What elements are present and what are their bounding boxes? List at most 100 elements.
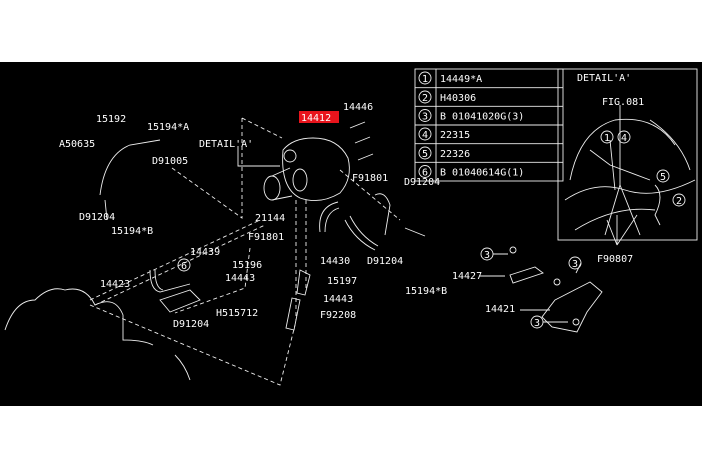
diagram-text: 6 [181,261,187,272]
diagram-text: 6 [422,168,428,179]
diagram-line [282,137,350,202]
part-label[interactable]: 14423 [100,279,130,290]
diagram-line [564,118,696,231]
diagram-line [509,266,544,284]
diagram-line [418,127,432,141]
part-label[interactable]: 15196 [232,260,262,271]
part-label[interactable]: D91005 [152,156,188,167]
diagram-line [374,193,391,236]
fig-reference: FIG.081 [602,97,644,108]
legend-row: 2 H40306 [418,90,476,104]
diagram-line [271,167,293,201]
diagram-line [349,121,374,161]
diagram-line [404,227,426,237]
diagram-line [600,130,614,144]
part-14412-highlight[interactable]: 14412 [299,111,339,124]
part-label[interactable]: A50635 [59,139,95,150]
diagram-line [89,219,266,314]
diagram-line [344,215,379,251]
part-label[interactable]: 14421 [485,304,515,315]
diagram-text: 4 [621,133,627,144]
part-label[interactable]: D91204 [404,177,440,188]
diagram-text: 22315 [440,130,470,141]
diagram-line [299,111,339,123]
diagram-line [263,175,281,201]
part-label[interactable]: 15197 [327,276,357,287]
diagram-text: 3 [422,112,428,123]
detail-a-inset: DETAIL'A' FIG.081 1 4 5 2 [557,68,698,246]
diagram-line [418,146,432,160]
part-label[interactable]: D91204 [79,212,115,223]
part-label[interactable]: 14439 [190,247,220,258]
diagram-line [339,169,401,221]
diagram-line [295,200,307,320]
part-label-14412[interactable]: 14412 [301,113,331,124]
part-label[interactable]: F91801 [248,232,284,243]
diagram-text: 1 [604,133,610,144]
diagram-text: 5 [422,149,428,160]
hose-drawings [99,139,426,331]
diagram-line [159,289,201,313]
diagram-line [418,165,432,178]
diagram-line [557,68,698,241]
diagram-line [589,105,651,236]
part-label[interactable]: D91204 [367,256,403,267]
turbocharger-drawing [263,121,374,202]
part-label[interactable]: D91204 [173,319,209,330]
callout-6: 6 [177,258,191,272]
detail-reference: DETAIL'A' [199,139,253,150]
part-label[interactable]: H515712 [216,308,258,319]
legend-row: 6 B 01040614G(1) [418,165,524,179]
diagram-line [149,269,191,293]
part-label[interactable]: 14427 [452,271,482,282]
diagram-text: 2 [422,93,428,104]
diagram-line [418,71,432,85]
diagram-line [672,193,686,207]
diagram-line [553,278,561,286]
diagram-line [89,304,296,386]
diagram-text: 4 [422,130,428,141]
part-label[interactable]: 15194*B [405,286,447,297]
diagram-text: 3 [572,259,578,270]
part-label[interactable]: 14446 [343,102,373,113]
part-label[interactable]: F90807 [597,254,633,265]
diagram-line [292,168,308,192]
diagram-line [654,184,661,226]
diagram-line [541,281,603,333]
diagram-line [656,169,670,183]
callout-3: 3 [480,247,494,261]
part-label[interactable]: F91801 [352,173,388,184]
diagram-line [177,258,191,272]
diagram-line [174,354,191,381]
part-label[interactable]: 15194*B [111,226,153,237]
diagram-line [4,288,154,346]
part-label[interactable]: 14443 [225,273,255,284]
part-label[interactable]: F92208 [320,310,356,321]
diagram-line [418,109,432,122]
diagram-line [418,90,432,104]
diagram-line [617,130,631,144]
diagram-text: 14449*A [440,74,482,85]
detail-callout-1: 1 [600,130,614,144]
diagram-text: 1 [422,74,428,85]
detail-callout-2: 2 [672,193,686,207]
callout-3: 3 [568,256,582,270]
diagram-text: H40306 [440,93,476,104]
legend-row: 4 22315 [418,127,470,141]
bracket-drawings [509,246,603,333]
detail-callout-4: 4 [617,130,631,144]
diagram-line [283,149,297,163]
diagram-text: 2 [676,196,682,207]
diagram-panel [0,62,702,406]
part-label[interactable]: 15192 [96,114,126,125]
part-label[interactable]: 21144 [255,213,285,224]
diagram-text: B 01040614G(1) [440,168,524,179]
part-label[interactable]: 14443 [323,294,353,305]
callout-3: 3 [530,315,544,329]
diagram-text: 3 [484,250,490,261]
part-label[interactable]: 14430 [320,256,350,267]
part-label[interactable]: 15194*A [147,122,189,133]
